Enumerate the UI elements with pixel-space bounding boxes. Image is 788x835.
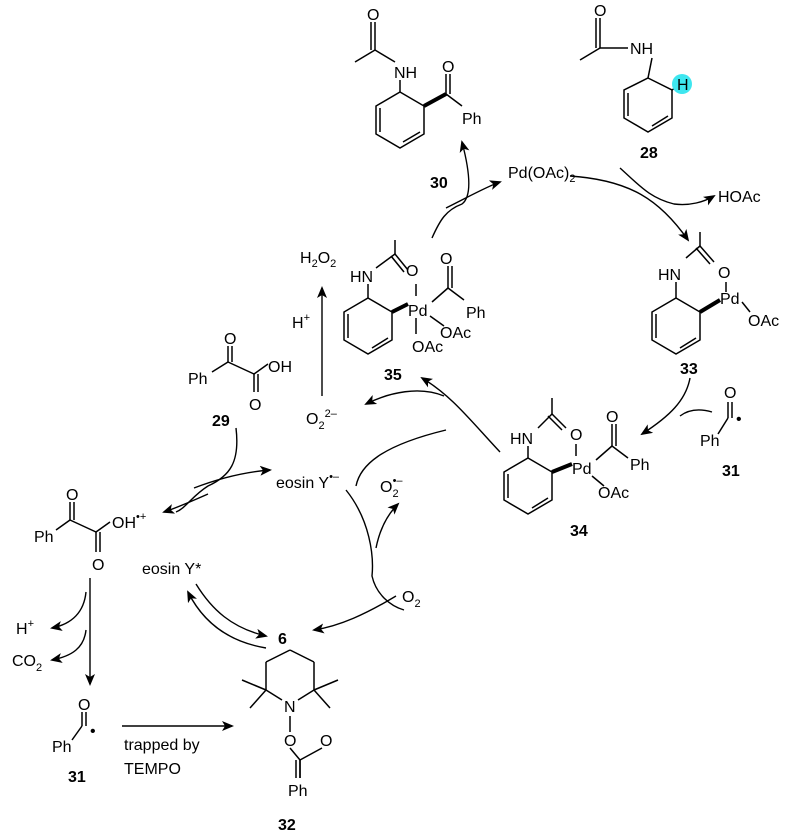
c35-compound-number: 35	[384, 367, 402, 384]
acyl-right-phenyl-label: Ph	[700, 433, 720, 450]
c30-phenyl-label: Ph	[462, 111, 482, 128]
compound-34: HN O Pd O Ph OAc 34	[503, 398, 650, 540]
proton-label-top: H+	[292, 312, 310, 332]
compound-33: HN O Pd OAc 33	[651, 232, 779, 378]
c34-phenyl-label: Ph	[630, 457, 650, 474]
c33-oxygen-label: O	[718, 265, 730, 282]
pd-acetate-catalyst: Pd(OAc)2	[508, 165, 575, 185]
hydrogen-peroxide-label: H2O2	[300, 250, 336, 270]
c35-oxygen-label: O	[406, 263, 418, 280]
arrow-to-peroxide	[364, 390, 445, 405]
radical-cation-hydroxyl-label: OH•+	[112, 511, 146, 532]
c28-nh-label: NH	[630, 41, 653, 58]
c32-phenyl-label: Ph	[288, 783, 308, 800]
compound-29: Ph O OH O 29	[188, 331, 292, 430]
c35-acetate-label-1: OAc	[440, 325, 471, 342]
reaction-arrows	[50, 140, 716, 731]
c28-oxygen-label: O	[594, 3, 606, 20]
c35-hn-label: HN	[350, 269, 373, 286]
pd-oac2-label: Pd(OAc)2	[508, 165, 575, 185]
arrow-loss-of-co2	[50, 629, 87, 663]
eosin-y-excited-label: eosin Y*	[142, 561, 201, 578]
eosin-y-radical-anion-label: eosin Y•–	[276, 471, 340, 492]
compound-35: HN O Pd O Ph OAc OAc 35	[343, 240, 486, 384]
arrow-to-radical-cation	[162, 493, 209, 514]
arrow-o2-to-6	[312, 595, 397, 634]
c35-ketone-oxygen-label: O	[440, 251, 452, 268]
c34-acetate-label: OAc	[598, 485, 629, 502]
proton-label-left: H+	[16, 618, 34, 638]
c28-hydrogen-label: H	[677, 77, 689, 94]
arrow-29-oxidized	[175, 427, 238, 513]
acyl-right-oxygen-label: O	[724, 385, 736, 402]
c34-oxygen-label: O	[570, 427, 582, 444]
c34-compound-number: 34	[570, 523, 588, 540]
acyl-left-compound-number: 31	[68, 769, 86, 786]
arrow-to-superoxide	[375, 502, 400, 549]
c30-compound-number: 30	[430, 175, 448, 192]
phenylglyoxylic-acid-radical-cation: Ph O OH•+ O	[34, 487, 146, 574]
acyl-radical-31-left: Ph O • 31	[52, 697, 96, 786]
arrow-33-to-34	[640, 377, 691, 436]
acyl-right-compound-number: 31	[722, 463, 740, 480]
c35-palladium-label: Pd	[408, 303, 428, 320]
c34-hn-label: HN	[510, 431, 533, 448]
compound-28: O NH H 28	[579, 3, 692, 162]
peroxide-dianion-label: O22–	[306, 408, 338, 432]
c32-ester-oxygen-label: O	[284, 733, 296, 750]
c34-palladium-label: Pd	[572, 461, 592, 478]
arrow-35-to-30	[431, 140, 470, 239]
arrow-eosin-star-to-radical	[193, 465, 272, 489]
arrow-to-pd-oac2	[445, 180, 502, 209]
oxygen-label: O2	[402, 589, 421, 610]
c33-palladium-label: Pd	[720, 291, 740, 308]
arrow-6-to-eosin-star	[187, 590, 267, 649]
c29-ketone-oxygen-label: O	[224, 331, 236, 348]
tempo-label: TEMPO	[124, 761, 181, 778]
hoac-byproduct-label: HOAc	[718, 189, 761, 206]
acyl-radical-31-right: Ph O • 31	[700, 385, 742, 480]
c28-highlighted-hydrogen-marker	[672, 74, 692, 94]
c30-nh-label: NH	[394, 65, 417, 82]
arrow-loss-of-proton	[50, 591, 87, 631]
c33-acetate-label: OAc	[748, 313, 779, 330]
superoxide-label: O2•–	[380, 475, 403, 500]
catalyst-6-label: 6	[278, 631, 287, 648]
arrow-eosin-star-to-6	[195, 583, 268, 639]
acyl-left-oxygen-label: O	[78, 697, 90, 714]
c32-nitrogen-label: N	[284, 699, 296, 716]
arrow-eosin-radical-to-6	[345, 489, 405, 611]
radical-cation-phenyl-label: Ph	[34, 529, 54, 546]
c28-compound-number: 28	[640, 145, 658, 162]
c35-acetate-label-2: OAc	[412, 339, 443, 356]
radical-cation-ketone-oxygen-label: O	[66, 487, 78, 504]
compound-32: N O O Ph 32	[241, 649, 339, 834]
acyl-right-radical-dot: •	[736, 411, 742, 428]
c29-phenyl-label: Ph	[188, 371, 208, 388]
arrow-28-and-hoac	[619, 167, 716, 206]
acyl-left-phenyl-label: Ph	[52, 739, 72, 756]
c29-hydroxyl-label: OH	[268, 359, 292, 376]
c33-hn-label: HN	[658, 267, 681, 284]
acyl-left-radical-dot: •	[90, 723, 96, 740]
c29-carbonyl-oxygen-label: O	[249, 397, 261, 414]
carbon-dioxide-label: CO2	[12, 653, 42, 674]
c29-compound-number: 29	[212, 413, 230, 430]
c35-phenyl-label: Ph	[466, 305, 486, 322]
c30-oxygen-label: O	[367, 7, 379, 24]
radical-cation-carbonyl-oxygen-label: O	[92, 557, 104, 574]
c32-carbonyl-oxygen-label: O	[320, 733, 332, 750]
trapped-by-label: trapped by	[124, 737, 200, 754]
c34-ketone-oxygen-label: O	[606, 409, 618, 426]
arrow-31-joins	[679, 409, 713, 417]
c33-compound-number: 33	[680, 361, 698, 378]
arrow-superoxide-joins	[355, 429, 447, 487]
compound-30: O NH O Ph 30	[354, 7, 482, 192]
arrow-34-to-35	[420, 376, 501, 453]
arrow-pd-to-33	[569, 175, 690, 242]
c30-ketone-oxygen-label: O	[442, 59, 454, 76]
c32-compound-number: 32	[278, 817, 296, 834]
